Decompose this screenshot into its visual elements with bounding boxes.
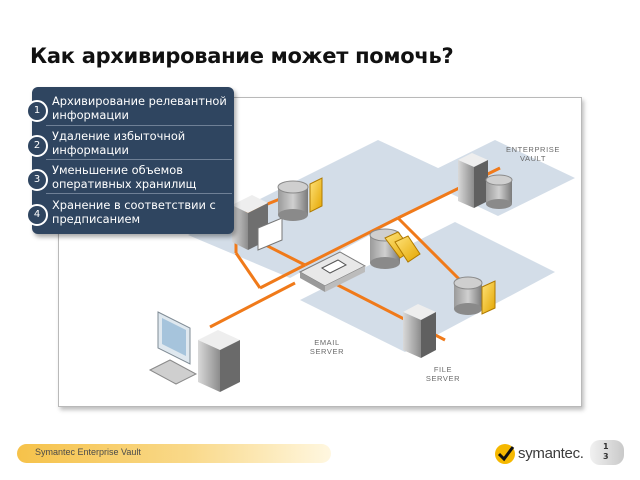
email-server-label-line1: EMAIL bbox=[314, 338, 340, 347]
file-server-label-line2: SERVER bbox=[425, 374, 461, 383]
step-3: 3 Уменьшение объемов оперативных хранили… bbox=[26, 161, 234, 194]
file-documents bbox=[481, 280, 496, 315]
client-monitor bbox=[157, 311, 191, 365]
file-database bbox=[453, 276, 483, 315]
mail-documents bbox=[309, 177, 323, 213]
page-number-badge: 1 3 bbox=[590, 440, 624, 465]
mail-monitor bbox=[257, 217, 283, 251]
file-server-label-line1: FILE bbox=[433, 365, 453, 374]
footer-product-bar: Symantec Enterprise Vault bbox=[17, 444, 331, 463]
step-1-number: 1 bbox=[26, 100, 48, 122]
page-title: Как архивирование может помочь? bbox=[30, 44, 454, 68]
enterprise-vault-label-line2: VAULT bbox=[519, 154, 547, 163]
enterprise-vault-label-line1: ENTERPRISE bbox=[506, 145, 560, 154]
symantec-wordmark: symantec. bbox=[518, 445, 584, 462]
file-server bbox=[403, 304, 436, 358]
step-4-number: 4 bbox=[26, 204, 48, 226]
file-server-platform bbox=[300, 222, 555, 352]
step-divider bbox=[46, 159, 232, 160]
step-4: 4 Хранение в соответствии с предписанием bbox=[26, 196, 234, 229]
symantec-logo: symantec. bbox=[493, 441, 584, 467]
step-2-label: Удаление избыточной информации bbox=[52, 129, 186, 157]
enterprise-vault-label: ENTERPRISE VAULT bbox=[500, 145, 566, 163]
benefits-panel: 1 Архивирование релевантной информации 2… bbox=[26, 87, 234, 234]
step-divider bbox=[46, 193, 232, 194]
symantec-check-icon bbox=[495, 444, 515, 464]
email-server-label-line2: SERVER bbox=[309, 347, 345, 356]
vault-database bbox=[485, 174, 513, 209]
page-number-top: 1 bbox=[603, 442, 609, 451]
step-1: 1 Архивирование релевантной информации bbox=[26, 92, 234, 125]
step-3-label: Уменьшение объемов оперативных хранилищ bbox=[52, 163, 197, 191]
step-divider bbox=[46, 125, 232, 126]
archive-documents bbox=[384, 231, 421, 263]
mail-database bbox=[277, 180, 309, 221]
page-number-bottom: 3 bbox=[603, 452, 609, 461]
file-server-label: FILE SERVER bbox=[418, 365, 468, 383]
client-keyboard bbox=[148, 359, 198, 385]
footer-product-name: Symantec Enterprise Vault bbox=[35, 447, 141, 457]
client-tower bbox=[198, 330, 240, 392]
step-1-label: Архивирование релевантной информации bbox=[52, 94, 227, 122]
email-server-appliance bbox=[298, 251, 367, 292]
step-3-number: 3 bbox=[26, 169, 48, 191]
email-server-label: EMAIL SERVER bbox=[302, 338, 352, 356]
step-2-number: 2 bbox=[26, 135, 48, 157]
step-2: 2 Удаление избыточной информации bbox=[26, 127, 234, 160]
vault-server bbox=[458, 153, 488, 208]
step-4-label: Хранение в соответствии с предписанием bbox=[52, 198, 216, 226]
